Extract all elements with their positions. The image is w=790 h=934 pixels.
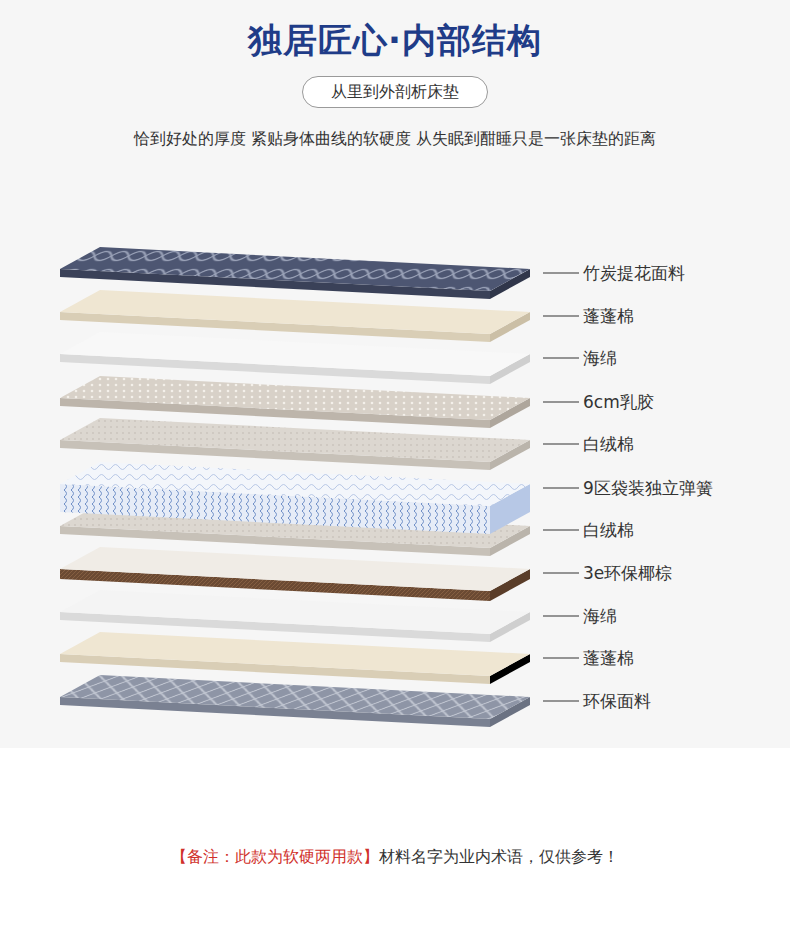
layer-label: 海绵 bbox=[583, 347, 617, 370]
layer-label: 竹炭提花面料 bbox=[583, 262, 685, 285]
layer-label: 6cm乳胶 bbox=[583, 391, 654, 414]
layer-label: 白绒棉 bbox=[583, 519, 634, 542]
diagram-title: 独居匠心·内部结构 bbox=[0, 18, 790, 64]
tagline: 恰到好处的厚度 紧贴身体曲线的软硬度 从失眠到酣睡只是一张床垫的距离 bbox=[0, 129, 790, 150]
spring-layer bbox=[60, 462, 530, 534]
upper-ground bbox=[0, 0, 790, 748]
layer-label: 海绵 bbox=[583, 605, 617, 628]
layer-label: 环保面料 bbox=[583, 690, 651, 713]
eco-fabric-layer bbox=[60, 675, 530, 727]
padding-layer bbox=[60, 290, 530, 342]
leader-lines bbox=[543, 273, 579, 701]
layer-label: 9区袋装独立弹簧 bbox=[583, 477, 713, 500]
footnote: 【备注：此款为软硬两用款】材料名字为业内术语，仅供参考！ bbox=[0, 847, 790, 868]
section-pill: 从里到外剖析床垫 bbox=[302, 76, 488, 108]
note-text: 材料名字为业内术语，仅供参考！ bbox=[379, 847, 619, 868]
layer-label: 蓬蓬棉 bbox=[583, 647, 634, 670]
note-highlight: 【备注：此款为软硬两用款】 bbox=[171, 847, 379, 868]
latex-layer bbox=[60, 376, 530, 428]
layer-label: 蓬蓬棉 bbox=[583, 305, 634, 328]
coir-layer bbox=[60, 547, 530, 601]
pill-text: 从里到外剖析床垫 bbox=[331, 82, 459, 101]
bamboo-fabric-layer bbox=[60, 247, 530, 299]
layer-label: 3e环保椰棕 bbox=[583, 562, 672, 585]
layer-label: 白绒棉 bbox=[583, 433, 634, 456]
